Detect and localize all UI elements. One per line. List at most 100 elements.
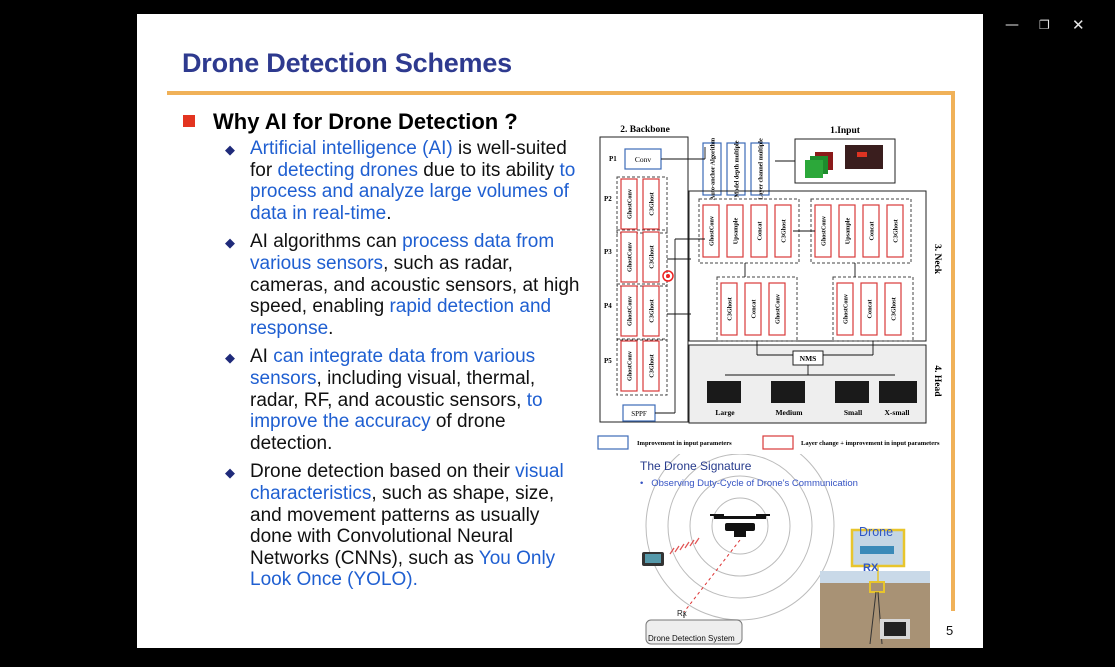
legend-blue: Improvement in input parameters (637, 440, 732, 447)
neck-label: 3. Neck (932, 244, 942, 275)
head-label: 4. Head (932, 365, 942, 397)
highlighted-text: to process and analyze large volumes of … (250, 159, 576, 224)
head-output-label: X-small (885, 408, 910, 417)
highlighted-text: rapid detection and response (250, 296, 552, 339)
bullet-item: ◆ AI algorithms can process data from var… (225, 231, 585, 339)
slide-title: Drone Detection Schemes (182, 48, 512, 78)
upsample-block: Upsample (733, 218, 740, 245)
level-p5: P5 (604, 357, 612, 365)
slide: Drone Detection Schemes Why AI for Drone… (137, 14, 983, 648)
bullet-text: , such as radar, cameras, and acoustic s… (250, 252, 580, 318)
c3ghost-block-box (886, 204, 904, 258)
drone-label: Drone (859, 525, 894, 539)
bullet-text: . (328, 317, 334, 339)
concat-block-box (862, 204, 880, 258)
c3ghost-block-box (774, 204, 792, 258)
bullet-text: due to its ability (417, 159, 560, 181)
ghostconv-block: GhostConv (843, 293, 850, 324)
c3ghost-block-box (884, 282, 902, 336)
ghostconv-block-box (620, 178, 638, 230)
bullet-text: is well-suited for (250, 138, 567, 181)
bullet-item: ◆ AI can integrate data from various sens… (225, 346, 585, 454)
nms-block: NMS (800, 354, 817, 363)
ghostconv-block-box (836, 282, 854, 336)
bullet-item: ◆ Drone detection based on their visual c… (225, 461, 585, 591)
diamond-bullet-icon: ◆ (225, 350, 235, 366)
drone-signature-illustration (642, 454, 930, 648)
bullet-text: of drone detection. (250, 411, 506, 454)
bullet-text: AI (250, 346, 274, 368)
upsample-block-box (726, 204, 744, 258)
detection-thumbnail (835, 381, 869, 403)
bullet-text: AI algorithms can (250, 231, 403, 253)
diamond-bullet-icon: ◆ (225, 465, 235, 481)
concat-block: Concat (867, 299, 874, 319)
ghostconv-block: GhostConv (627, 295, 634, 326)
close-icon[interactable]: ✕ (1072, 16, 1085, 34)
c3ghost-block-box (642, 285, 660, 337)
head-output-label: Small (844, 408, 862, 417)
ghostconv-block: GhostConv (775, 293, 782, 324)
highlighted-text: process data from various sensors (250, 231, 555, 274)
bullet-text: , including visual, thermal, radar, RF, … (250, 367, 536, 411)
ghostconv-block-box (702, 204, 720, 258)
level-p2: P2 (604, 195, 612, 203)
concat-block: Concat (757, 221, 764, 241)
concat-block-box (744, 282, 762, 336)
highlighted-text: can integrate data from various sensors (250, 346, 536, 389)
detection-thumbnail (879, 381, 917, 403)
diamond-bullet-icon: ◆ (225, 235, 235, 251)
page-number: 5 (946, 623, 954, 638)
head-output-label: Large (715, 408, 735, 417)
ghostconv-block: GhostConv (627, 188, 634, 219)
c3ghost-block: C3Ghost (649, 298, 656, 322)
conv-block: Conv (635, 155, 652, 164)
bullet-item: ◆ Artificial intelligence (AI) is well-su… (225, 138, 585, 224)
bullet-list: ◆ Artificial intelligence (AI) is well-su… (225, 138, 585, 598)
signature-title: The Drone Signature (640, 459, 752, 473)
detection-thumbnail (707, 381, 741, 403)
detection-system-label: Drone Detection System (648, 634, 735, 643)
ghostconv-block: GhostConv (709, 215, 716, 246)
input-param-block-box (726, 142, 746, 196)
ghostconv-block: GhostConv (821, 215, 828, 246)
ghostconv-block: GhostConv (627, 241, 634, 272)
minimize-icon[interactable]: — (1005, 17, 1019, 33)
rx-small-label: Rx (677, 609, 687, 618)
c3ghost-block-box (642, 340, 660, 392)
level-p1: P1 (609, 155, 617, 163)
ghostconv-block-box (620, 285, 638, 337)
diamond-bullet-icon: ◆ (225, 142, 235, 157)
ghostconv-block-box (620, 340, 638, 392)
legend-red: Layer change + improvement in input para… (801, 440, 940, 447)
highlighted-text: visual characteristics (250, 461, 564, 504)
bullet-text: , such as shape, size, and movement patt… (250, 482, 555, 569)
c3ghost-block-box (642, 231, 660, 283)
square-bullet-icon (183, 115, 195, 127)
restore-icon[interactable]: ❐ (1039, 18, 1050, 32)
section-heading: Why AI for Drone Detection ? (183, 109, 518, 135)
c3ghost-block: C3Ghost (727, 296, 734, 320)
accent-rule-horizontal (167, 91, 955, 95)
level-p4: P4 (604, 302, 612, 310)
input-label: 1.Input (830, 126, 861, 136)
accent-rule-vertical (951, 91, 955, 611)
concat-block: Concat (751, 299, 758, 319)
level-p3: P3 (604, 248, 612, 256)
bullet-text: Drone detection based on their (250, 461, 516, 483)
c3ghost-block: C3Ghost (649, 191, 656, 215)
backbone-label: 2. Backbone (620, 125, 670, 135)
c3ghost-block-box (720, 282, 738, 336)
detection-thumbnail (771, 381, 805, 403)
input-param-block: Layer channel multiple (758, 138, 765, 200)
highlighted-text: Artificial intelligence (AI) (250, 138, 453, 159)
upsample-block-box (838, 204, 856, 258)
ghostconv-block: GhostConv (627, 350, 634, 381)
input-param-block-box (702, 142, 722, 196)
c3ghost-block: C3Ghost (649, 244, 656, 268)
rx-label: RX (863, 562, 879, 574)
ghostconv-block-box (620, 231, 638, 283)
c3ghost-block: C3Ghost (781, 218, 788, 242)
concat-block-box (860, 282, 878, 336)
upsample-block: Upsample (845, 218, 852, 245)
